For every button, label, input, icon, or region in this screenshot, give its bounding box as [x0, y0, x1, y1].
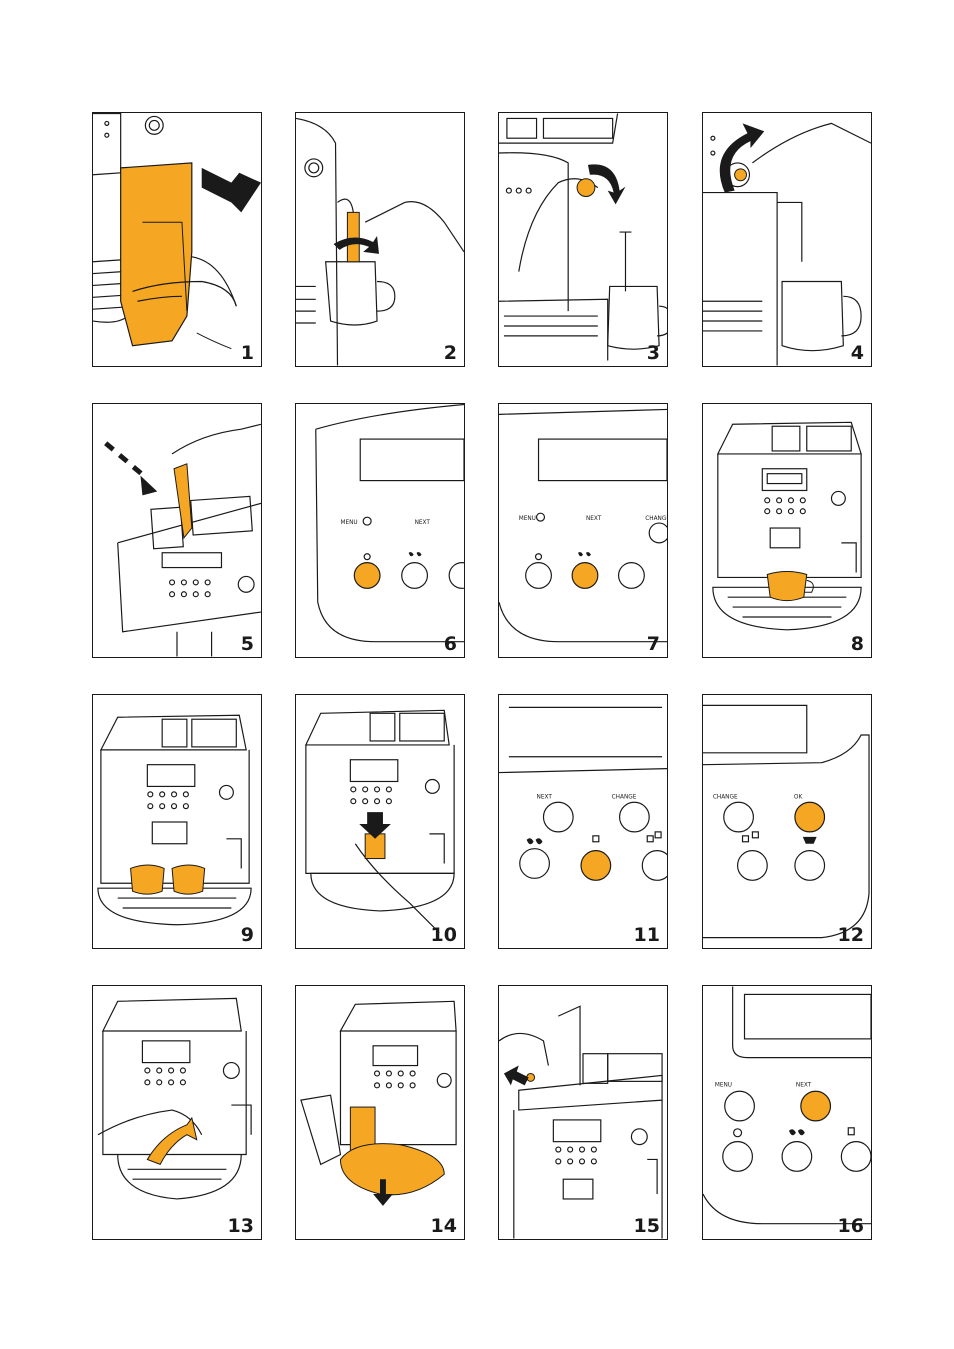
bean-icon — [408, 552, 422, 557]
illustration-panel-6: MENU NEXT 6 — [295, 403, 465, 658]
spout-adjust-drawing — [304, 709, 455, 934]
cup-button[interactable] — [794, 850, 826, 881]
illustration-panel-12: CHANGE OK 12 — [702, 694, 872, 949]
ok-label: OK — [794, 792, 803, 800]
step-number: 12 — [837, 924, 864, 946]
step-number: 4 — [850, 342, 864, 364]
cup-button[interactable] — [840, 1141, 871, 1172]
bean-button[interactable] — [781, 1141, 813, 1172]
power-button[interactable] — [722, 1141, 754, 1172]
illustration-panel-10: 10 — [295, 694, 465, 949]
illustration-panel-7: MENU NEXT CHANGE 7 — [498, 403, 668, 658]
illustration-panel-4: 4 — [702, 112, 872, 367]
change-label: CHANGE — [612, 792, 637, 800]
next-label: NEXT — [586, 514, 602, 522]
steam-wand-drawing — [296, 117, 464, 366]
drip-tray-removal-drawing — [97, 997, 252, 1200]
illustration-panel-16: MENU NEXT 16 — [702, 985, 872, 1240]
menu-label: MENU — [340, 518, 357, 526]
illustration-panel-15: 15 — [498, 985, 668, 1240]
dashed-arrow-icon — [104, 441, 158, 496]
menu-label: MENU — [715, 1080, 732, 1088]
control-panel-double-cup-drawing: NEXT CHANGE — [499, 706, 667, 881]
one-cup-button[interactable] — [580, 850, 612, 881]
step-number: 10 — [430, 924, 457, 946]
bean-icon — [526, 838, 543, 845]
rotate-arrow-icon — [333, 236, 380, 254]
step-number: 7 — [646, 633, 660, 655]
steam-knob-drawing — [499, 113, 667, 361]
step-number: 13 — [227, 1215, 254, 1237]
power-button[interactable] — [353, 562, 381, 589]
arrow-icon — [201, 167, 261, 213]
bean-icon — [788, 1129, 805, 1136]
control-panel-bean-drawing: MENU NEXT CHANGE — [499, 408, 667, 643]
control-panel-ok-drawing: CHANGE OK — [703, 704, 870, 939]
ok-button[interactable] — [794, 801, 826, 833]
step-number: 1 — [240, 342, 254, 364]
change-button[interactable] — [723, 801, 754, 833]
rotate-arrow-icon — [587, 164, 626, 205]
single-cup-drawing — [712, 421, 862, 631]
next-button[interactable] — [800, 1090, 832, 1122]
step-number: 3 — [646, 342, 660, 364]
bean-icon — [578, 552, 591, 557]
control-panel-next-drawing: MENU NEXT — [703, 986, 871, 1225]
step-number: 9 — [240, 924, 254, 946]
cup-icon — [802, 836, 817, 844]
illustration-panel-13: 13 — [92, 985, 262, 1240]
bean-hopper-adjust-drawing — [499, 1005, 663, 1239]
arrow-icon — [503, 1065, 529, 1086]
illustration-panel-2: 2 — [295, 112, 465, 367]
grounds-container-drawing — [300, 1000, 457, 1206]
change-label: CHANGE — [713, 792, 738, 800]
curved-arrow-icon — [146, 1116, 198, 1166]
step-number: 5 — [240, 633, 254, 655]
down-arrow-icon — [359, 812, 391, 839]
next-label: NEXT — [796, 1080, 812, 1088]
illustration-panel-9: 9 — [92, 694, 262, 949]
illustration-panel-5: 5 — [92, 403, 262, 658]
step-number: 15 — [633, 1215, 660, 1237]
bean-button[interactable] — [519, 848, 550, 879]
control-panel-power-drawing: MENU NEXT — [315, 404, 464, 643]
step-number: 16 — [837, 1215, 864, 1237]
rotate-arrow-icon — [719, 123, 765, 193]
illustration-panel-14: 14 — [295, 985, 465, 1240]
two-cups-drawing — [97, 714, 252, 926]
two-cup-button[interactable] — [641, 850, 667, 881]
steam-knob-close-drawing — [703, 122, 871, 366]
cup-button[interactable] — [617, 562, 645, 589]
next-button[interactable] — [542, 801, 574, 833]
menu-button[interactable] — [724, 1090, 755, 1122]
next-label: NEXT — [415, 518, 431, 526]
step-number: 11 — [633, 924, 660, 946]
next-label: NEXT — [537, 792, 553, 800]
step-number: 6 — [443, 633, 457, 655]
two-cup-button[interactable] — [736, 850, 768, 881]
step-number: 14 — [430, 1215, 457, 1237]
illustration-panel-3: 3 — [498, 112, 668, 367]
down-arrow-icon — [373, 1179, 393, 1206]
bean-button[interactable] — [571, 562, 599, 589]
step-number: 2 — [443, 342, 457, 364]
illustration-panel-8: 8 — [702, 403, 872, 658]
bean-button[interactable] — [401, 562, 429, 589]
illustration-panel-1: 1 — [92, 112, 262, 367]
step-number: 8 — [850, 633, 864, 655]
change-label: CHANGE — [645, 514, 667, 522]
illustration-panel-11: NEXT CHANGE 11 — [498, 694, 668, 949]
water-tank-removal-drawing — [93, 113, 261, 350]
coffee-bean-filling-drawing — [104, 423, 261, 657]
menu-label: MENU — [519, 514, 536, 522]
power-button[interactable] — [525, 562, 552, 589]
change-button[interactable] — [618, 801, 650, 833]
